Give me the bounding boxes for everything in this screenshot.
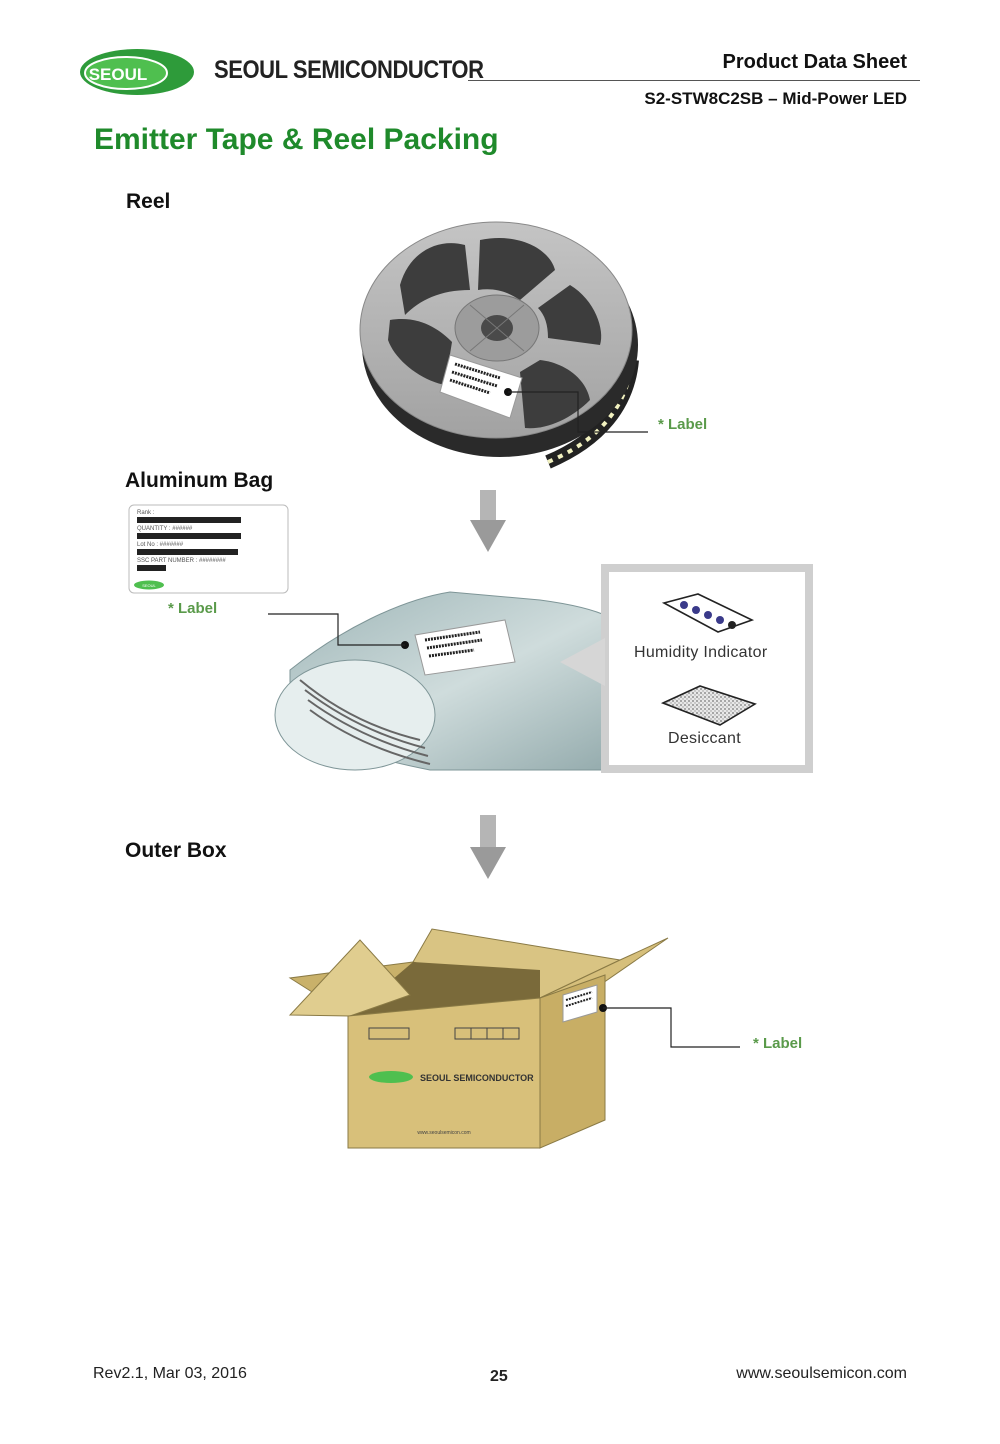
reel-heading: Reel (126, 190, 171, 213)
logo-text: SEOUL (89, 65, 148, 84)
reel-label-callout: * Label (658, 416, 708, 433)
desiccant-label: Desiccant (668, 730, 741, 747)
outer-box-illustration: SEOUL SEMICONDUCTOR www.seoulsemicon.com (288, 928, 740, 1149)
bag-label-card: Rank : QUANTITY : ###### Lot No : ######… (128, 504, 289, 594)
label-card-lot: Lot No : ####### (137, 542, 184, 548)
desiccant-icon (660, 685, 757, 726)
box-label-callout: * Label (753, 1035, 803, 1052)
label-card-part-number: SSC PART NUMBER : ######## (137, 558, 226, 564)
brand-name: SEOUL SEMICONDUCTOR (214, 56, 484, 84)
box-brand-text: SEOUL SEMICONDUCTOR (420, 1073, 534, 1083)
arrow-down-icon (470, 490, 506, 552)
bag-label-callout: * Label (168, 600, 218, 617)
footer-revision: Rev2.1, Mar 03, 2016 (93, 1365, 247, 1382)
page-title: Emitter Tape & Reel Packing (94, 123, 499, 156)
reel-label-sticker (439, 354, 523, 419)
doc-title: Product Data Sheet (722, 51, 907, 73)
bag-contents-inset (560, 564, 813, 773)
doc-subtitle: S2-STW8C2SB – Mid-Power LED (644, 89, 907, 108)
outer-box-heading: Outer Box (125, 839, 227, 862)
humidity-indicator-label: Humidity Indicator (634, 644, 768, 661)
arrow-down-icon (470, 815, 506, 879)
footer-page-number: 25 (490, 1368, 508, 1385)
humidity-indicator-icon (661, 593, 755, 633)
box-url-text: www.seoulsemicon.com (417, 1130, 470, 1136)
reel-illustration (359, 221, 648, 469)
header-rule (468, 80, 920, 81)
label-card-badge: SEOUL (142, 583, 156, 588)
aluminum-bag-illustration (268, 591, 645, 771)
seoul-logo: SEOUL (80, 49, 194, 95)
label-card-quantity: QUANTITY : ###### (137, 526, 193, 532)
aluminum-bag-heading: Aluminum Bag (125, 469, 274, 492)
label-card-rank: Rank : (137, 510, 155, 516)
footer-website: www.seoulsemicon.com (736, 1365, 907, 1382)
